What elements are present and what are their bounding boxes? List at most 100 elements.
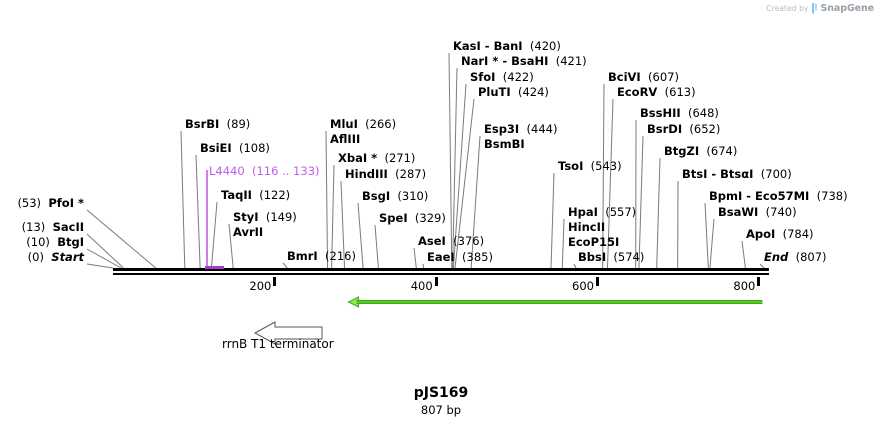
restriction-site-label[interactable]: BbsI (574) [578, 251, 644, 264]
restriction-site-label[interactable]: EcoRV (613) [617, 86, 696, 99]
restriction-site-label[interactable]: TaqII (122) [221, 189, 290, 202]
enzyme-position: (420) [522, 39, 561, 53]
restriction-site-label[interactable]: (53) PfoI * [17, 197, 84, 210]
restriction-site-label[interactable]: (0) Start [28, 251, 84, 264]
enzyme-position: (421) [548, 54, 587, 68]
restriction-site-label[interactable]: BciVI (607) [608, 71, 679, 84]
rrnb-t1-terminator-label: rrnB T1 terminator [222, 337, 334, 351]
ruler-tick-label: 800 [733, 279, 756, 293]
enzyme-position: (376) [445, 234, 485, 248]
ruler-tick-label: 400 [410, 279, 433, 293]
restriction-site-label[interactable]: ApoI (784) [746, 228, 814, 241]
enzyme-position: (287) [387, 167, 427, 181]
plasmid-backbone-top-strand [113, 268, 769, 271]
enzyme-name: BsrDI [647, 122, 683, 136]
restriction-site-label[interactable]: AvrII [233, 226, 263, 239]
enzyme-name: BsmBI [484, 137, 525, 151]
orf-arrow[interactable] [347, 296, 763, 308]
enzyme-name: NarI * - BsaHI [461, 54, 549, 68]
enzyme-position: (543) [583, 159, 622, 173]
restriction-site-label[interactable]: PluTI (424) [478, 86, 549, 99]
restriction-site-label[interactable]: BsaWI (740) [718, 206, 797, 219]
restriction-site-label[interactable]: SfoI (422) [470, 71, 534, 84]
enzyme-name: SpeI [379, 211, 408, 225]
enzyme-position: (271) [377, 151, 416, 165]
enzyme-name: SfoI [470, 70, 496, 84]
restriction-site-label[interactable]: NarI * - BsaHI (421) [461, 55, 587, 68]
restriction-site-label[interactable]: HpaI (557) [568, 206, 636, 219]
restriction-site-label[interactable]: End (807) [764, 251, 827, 264]
enzyme-name: HpaI [568, 205, 598, 219]
enzyme-position: (557) [597, 205, 637, 219]
enzyme-name: HincII [568, 220, 606, 234]
feature-l4440-leader [205, 170, 208, 267]
enzyme-position: (216) [317, 249, 356, 263]
enzyme-name: PluTI [478, 85, 511, 99]
enzyme-name: TaqII [221, 188, 252, 202]
enzyme-name: EcoP15I [568, 235, 620, 249]
enzyme-name: BtgZI [664, 144, 700, 158]
rrnb-t1-terminator-arrow[interactable] [253, 321, 323, 345]
restriction-site-label[interactable]: BmrI (216) [287, 250, 356, 263]
enzyme-name: AvrII [233, 225, 264, 239]
enzyme-position: (422) [495, 70, 534, 84]
enzyme-name: ApoI [746, 227, 776, 241]
restriction-site-label[interactable]: SpeI (329) [379, 212, 446, 225]
enzyme-position: (613) [657, 85, 696, 99]
restriction-site-label[interactable]: L4440 (116 .. 133) [209, 165, 320, 178]
restriction-site-label[interactable]: BsiEI (108) [200, 142, 270, 155]
enzyme-name: L4440 [209, 164, 245, 178]
enzyme-position: (700) [753, 167, 792, 181]
enzyme-name: BciVI [608, 70, 641, 84]
ruler-tick-label: 600 [572, 279, 594, 293]
restriction-site-label[interactable]: StyI (149) [233, 211, 297, 224]
ruler-tick [434, 277, 438, 286]
ruler-tick [596, 277, 599, 286]
restriction-site-label[interactable]: BtsI - BtsαI (700) [682, 168, 792, 181]
plasmid-backbone-bottom-strand [113, 273, 769, 275]
restriction-site-label[interactable]: (13) SacII [22, 221, 84, 234]
restriction-site-label[interactable]: AseI (376) [418, 235, 484, 248]
restriction-site-label[interactable]: XbaI * (271) [338, 152, 415, 165]
enzyme-name: BtgI [57, 235, 84, 249]
ruler-tick [757, 277, 761, 286]
enzyme-position: (385) [454, 250, 493, 264]
restriction-site-label[interactable]: EcoP15I [568, 236, 619, 249]
restriction-site-label[interactable]: BsmBI [484, 138, 525, 151]
restriction-site-label[interactable]: EaeI (385) [427, 251, 493, 264]
restriction-site-label[interactable]: BsrDI (652) [647, 123, 720, 136]
restriction-site-label[interactable]: Esp3I (444) [484, 123, 557, 136]
restriction-site-label[interactable]: BssHII (648) [640, 107, 719, 120]
enzyme-position: (329) [407, 211, 446, 225]
enzyme-position: (738) [809, 189, 848, 203]
enzyme-name: BpmI - Eco57MI [709, 189, 810, 203]
enzyme-name: BsrBI [185, 117, 220, 131]
restriction-site-label[interactable]: BtgZI (674) [664, 145, 737, 158]
enzyme-name: StyI [233, 210, 259, 224]
enzyme-name: BmrI [287, 249, 318, 263]
enzyme-name: AseI [418, 234, 446, 248]
restriction-site-label[interactable]: AflIII [330, 133, 360, 146]
restriction-site-label[interactable]: BsgI (310) [362, 190, 428, 203]
restriction-site-label[interactable]: HindIII (287) [345, 168, 426, 181]
restriction-site-label[interactable]: HincII [568, 221, 605, 234]
enzyme-name: BsiEI [200, 141, 232, 155]
snapgene-logo-icon [811, 3, 818, 14]
feature-l4440-bar[interactable] [204, 266, 225, 269]
restriction-site-label[interactable]: TsoI (543) [558, 160, 622, 173]
restriction-site-label[interactable]: MluI (266) [330, 118, 396, 131]
enzyme-position: (574) [606, 250, 645, 264]
restriction-site-label[interactable]: BpmI - Eco57MI (738) [709, 190, 848, 203]
enzyme-position: (784) [775, 227, 814, 241]
enzyme-name: PfoI * [48, 196, 84, 210]
restriction-site-label[interactable]: KasI - BanI (420) [453, 40, 561, 53]
enzyme-position: (310) [390, 189, 429, 203]
restriction-site-label[interactable]: (10) BtgI [26, 236, 84, 249]
watermark-created-by-text: Created by [766, 4, 809, 13]
enzyme-position: (807) [788, 250, 827, 264]
enzyme-position: (149) [258, 210, 297, 224]
restriction-site-label[interactable]: BsrBI (89) [185, 118, 250, 131]
enzyme-position: (89) [219, 117, 251, 131]
